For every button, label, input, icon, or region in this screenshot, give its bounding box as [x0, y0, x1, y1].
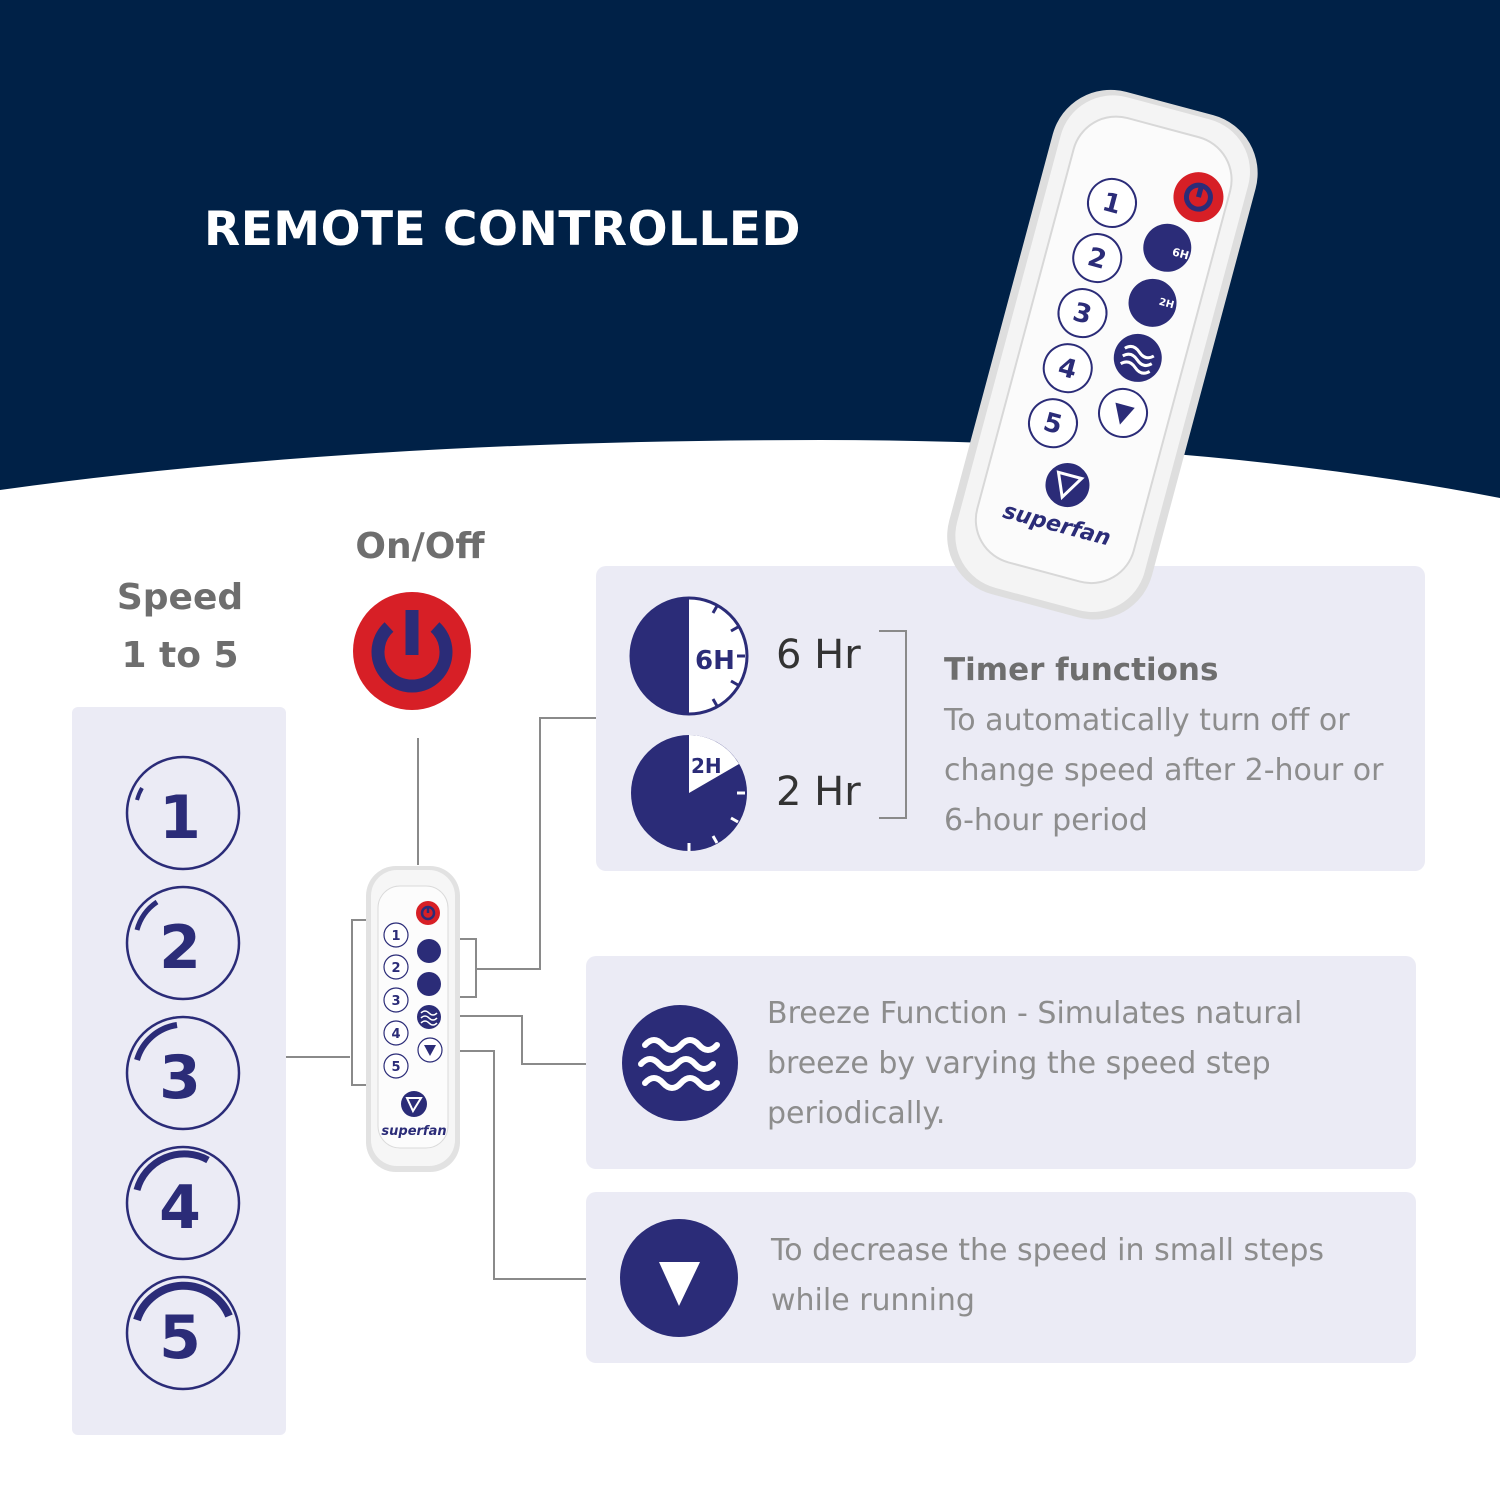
small-key-4: 4 — [391, 1027, 400, 1042]
small-key-3: 3 — [391, 994, 400, 1009]
speed-button-2: 2 — [159, 913, 201, 983]
timer-2h-icon: 2H — [631, 735, 747, 851]
svg-text:6H: 6H — [695, 646, 735, 676]
speed-button-4: 4 — [159, 1173, 201, 1243]
decrease-description: To decrease the speed in small steps whi… — [771, 1233, 1325, 1318]
timer-functions-title: Timer functions — [944, 652, 1219, 688]
small-remote: 1 2 3 4 5 superfan — [366, 866, 460, 1172]
page-title: REMOTE CONTROLLED — [204, 202, 802, 257]
timer-description: To automatically turn off or change spee… — [944, 703, 1384, 838]
timer-6h-icon: 6H — [629, 596, 749, 716]
remote-photo: 1 2 3 4 5 6H 2H superfan — [947, 89, 1258, 620]
remote-2h-text: 2H — [1158, 297, 1176, 312]
on-off-label: On/Off — [355, 526, 485, 567]
speed-buttons: 1 2 3 4 5 — [125, 755, 241, 1391]
small-key-1: 1 — [391, 929, 400, 944]
six-hour-label: 6 Hr — [776, 632, 861, 678]
speed-button-1: 1 — [159, 783, 201, 853]
small-key-5: 5 — [391, 1060, 400, 1075]
small-remote-brand: superfan — [381, 1124, 446, 1139]
two-hour-label: 2 Hr — [776, 769, 861, 815]
speed-button-5: 5 — [159, 1303, 201, 1373]
breeze-description: Breeze Function - Simulates natural bree… — [767, 996, 1303, 1131]
svg-text:2H: 2H — [691, 754, 722, 778]
breeze-waves-icon — [622, 1005, 738, 1121]
speed-button-3: 3 — [159, 1043, 201, 1113]
power-icon — [353, 592, 471, 710]
speed-label: Speed — [116, 577, 244, 618]
down-triangle-icon — [620, 1219, 738, 1337]
speed-panel — [72, 707, 286, 1435]
speed-range-label: 1 to 5 — [121, 635, 239, 676]
small-key-2: 2 — [391, 961, 400, 976]
remote-6h-text: 6H — [1171, 245, 1191, 262]
